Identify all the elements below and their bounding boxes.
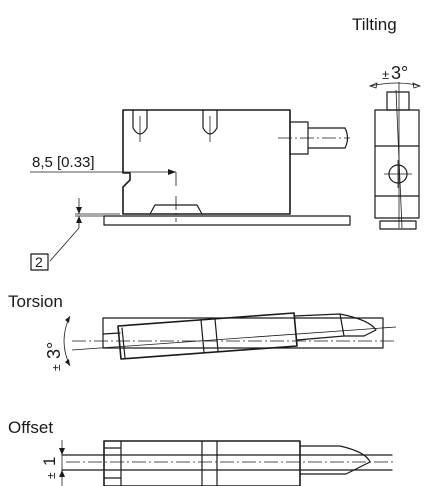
torsion-cable xyxy=(293,313,345,341)
sensor-side-view xyxy=(103,109,351,226)
tilting-arrow-right xyxy=(412,82,422,89)
magnetic-scale-tape xyxy=(103,215,351,226)
torsion-arrow-top xyxy=(65,316,70,323)
tilting-angle-arc xyxy=(369,82,421,87)
callout-leader xyxy=(49,227,80,262)
gap-dimension: 8,5 [0.33] 2 xyxy=(30,154,177,271)
tilting-side-view xyxy=(374,82,420,230)
torsion-housing-divider-1 xyxy=(200,319,205,353)
torsion-rotated-centerline xyxy=(71,326,397,351)
offset-arrow-top xyxy=(59,448,65,455)
torsion-title: Torsion xyxy=(8,292,63,311)
tilting-cable-stub xyxy=(386,91,410,111)
tilting-housing xyxy=(374,109,420,219)
sensor-housing-outline xyxy=(122,109,291,215)
torsion-tolerance: ± xyxy=(49,364,63,371)
torsion-head-tab xyxy=(102,332,121,335)
tilting-title: Tilting xyxy=(352,15,397,34)
callout-box xyxy=(30,253,49,271)
torsion-cable-end xyxy=(339,313,377,337)
offset-tolerance: ± xyxy=(44,472,58,479)
callout-number: 2 xyxy=(35,254,43,270)
tilting-inclined-axis xyxy=(395,89,403,229)
torsion-angle-value: 3° xyxy=(44,342,64,359)
tilting-arrow-left xyxy=(368,82,378,89)
torsion-view xyxy=(71,312,397,360)
offset-value: 1 xyxy=(40,457,59,466)
torsion-angle-arc xyxy=(63,315,71,367)
air-gap-arrow-bottom xyxy=(76,216,82,223)
torsion-housing-edge xyxy=(121,327,126,359)
offset-cable xyxy=(299,445,371,475)
tilting-magnet-band xyxy=(379,220,417,230)
torsion-housing-divider-2 xyxy=(214,318,219,352)
offset-view xyxy=(61,440,396,486)
tilting-angle-value: 3° xyxy=(391,63,408,83)
air-gap-arrow-top xyxy=(76,207,82,214)
tilting-tolerance: ± xyxy=(382,67,389,82)
torsion-reference-track xyxy=(102,317,384,349)
tilting-angle-annotation: ± 3° xyxy=(368,63,422,89)
torsion-rotated-housing xyxy=(117,312,298,360)
offset-dimension: 1 ± xyxy=(40,440,65,486)
torsion-angle-annotation: 3° ± xyxy=(44,315,71,371)
gap-dimension-value: 8,5 [0.33] xyxy=(32,154,95,171)
offset-arrow-bottom xyxy=(59,470,65,477)
gap-dimension-arrow xyxy=(168,169,176,175)
offset-title: Offset xyxy=(8,418,53,437)
torsion-arrow-bottom xyxy=(65,359,70,366)
